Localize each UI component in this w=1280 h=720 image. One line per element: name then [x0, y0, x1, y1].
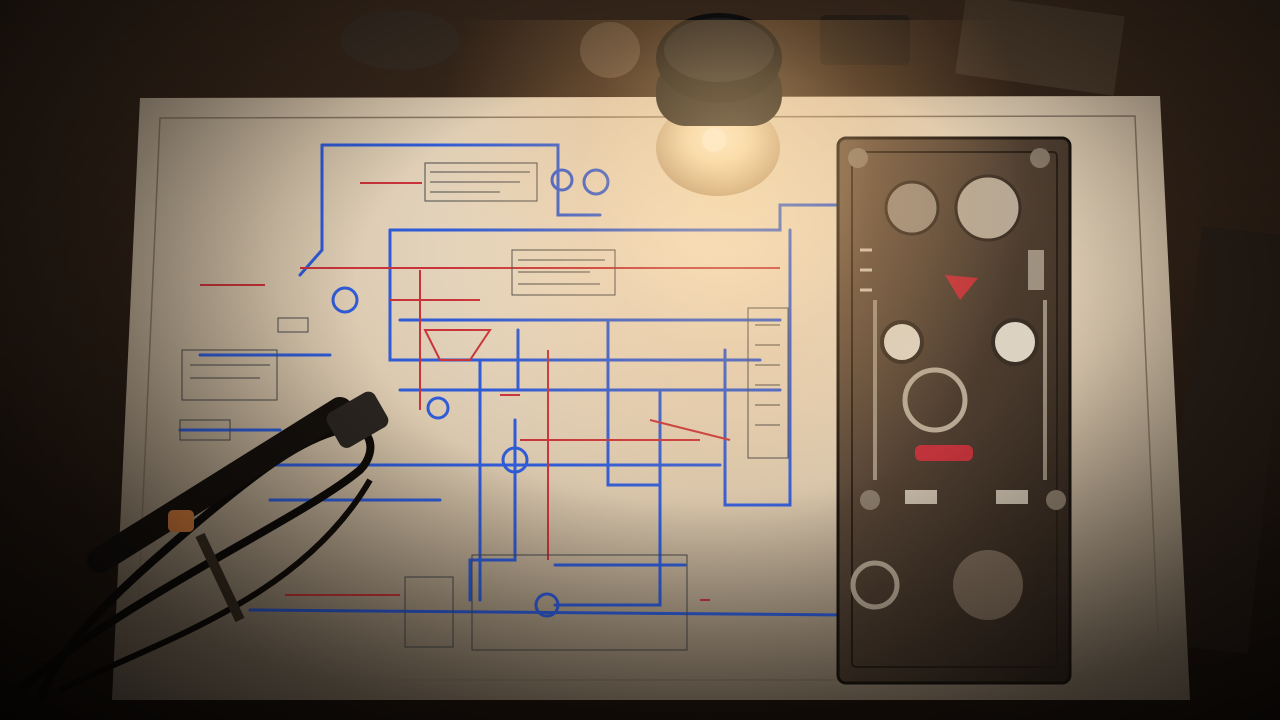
clutter-stone	[340, 10, 460, 70]
relay-board-icon	[836, 136, 1072, 685]
lamp-icon	[656, 13, 782, 196]
